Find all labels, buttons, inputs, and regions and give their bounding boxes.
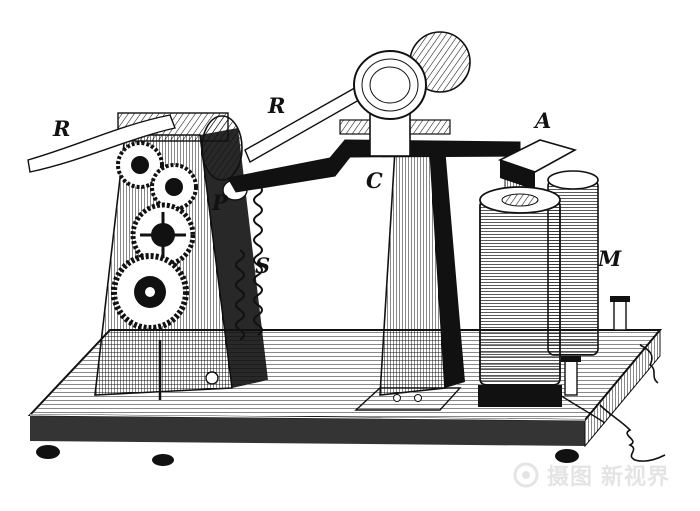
label-s: S	[255, 253, 271, 278]
watermark-logo-icon	[513, 462, 539, 488]
watermark-text-2: 新视界	[600, 465, 670, 490]
spring	[235, 184, 263, 341]
label-c: C	[366, 168, 383, 193]
electromagnet-coils	[478, 170, 599, 407]
label-m: M	[598, 246, 622, 271]
terminals-and-wires	[559, 296, 666, 462]
label-a: A	[535, 108, 552, 133]
label-p: P	[212, 190, 228, 215]
gear-train	[111, 141, 198, 400]
label-r-left: R	[53, 116, 71, 141]
watermark-text: 摄图	[546, 465, 593, 490]
ink-wheel	[353, 31, 471, 120]
label-r-top: R	[268, 93, 286, 118]
watermark: 摄图 新视界	[513, 459, 670, 491]
base-feet	[36, 445, 579, 466]
